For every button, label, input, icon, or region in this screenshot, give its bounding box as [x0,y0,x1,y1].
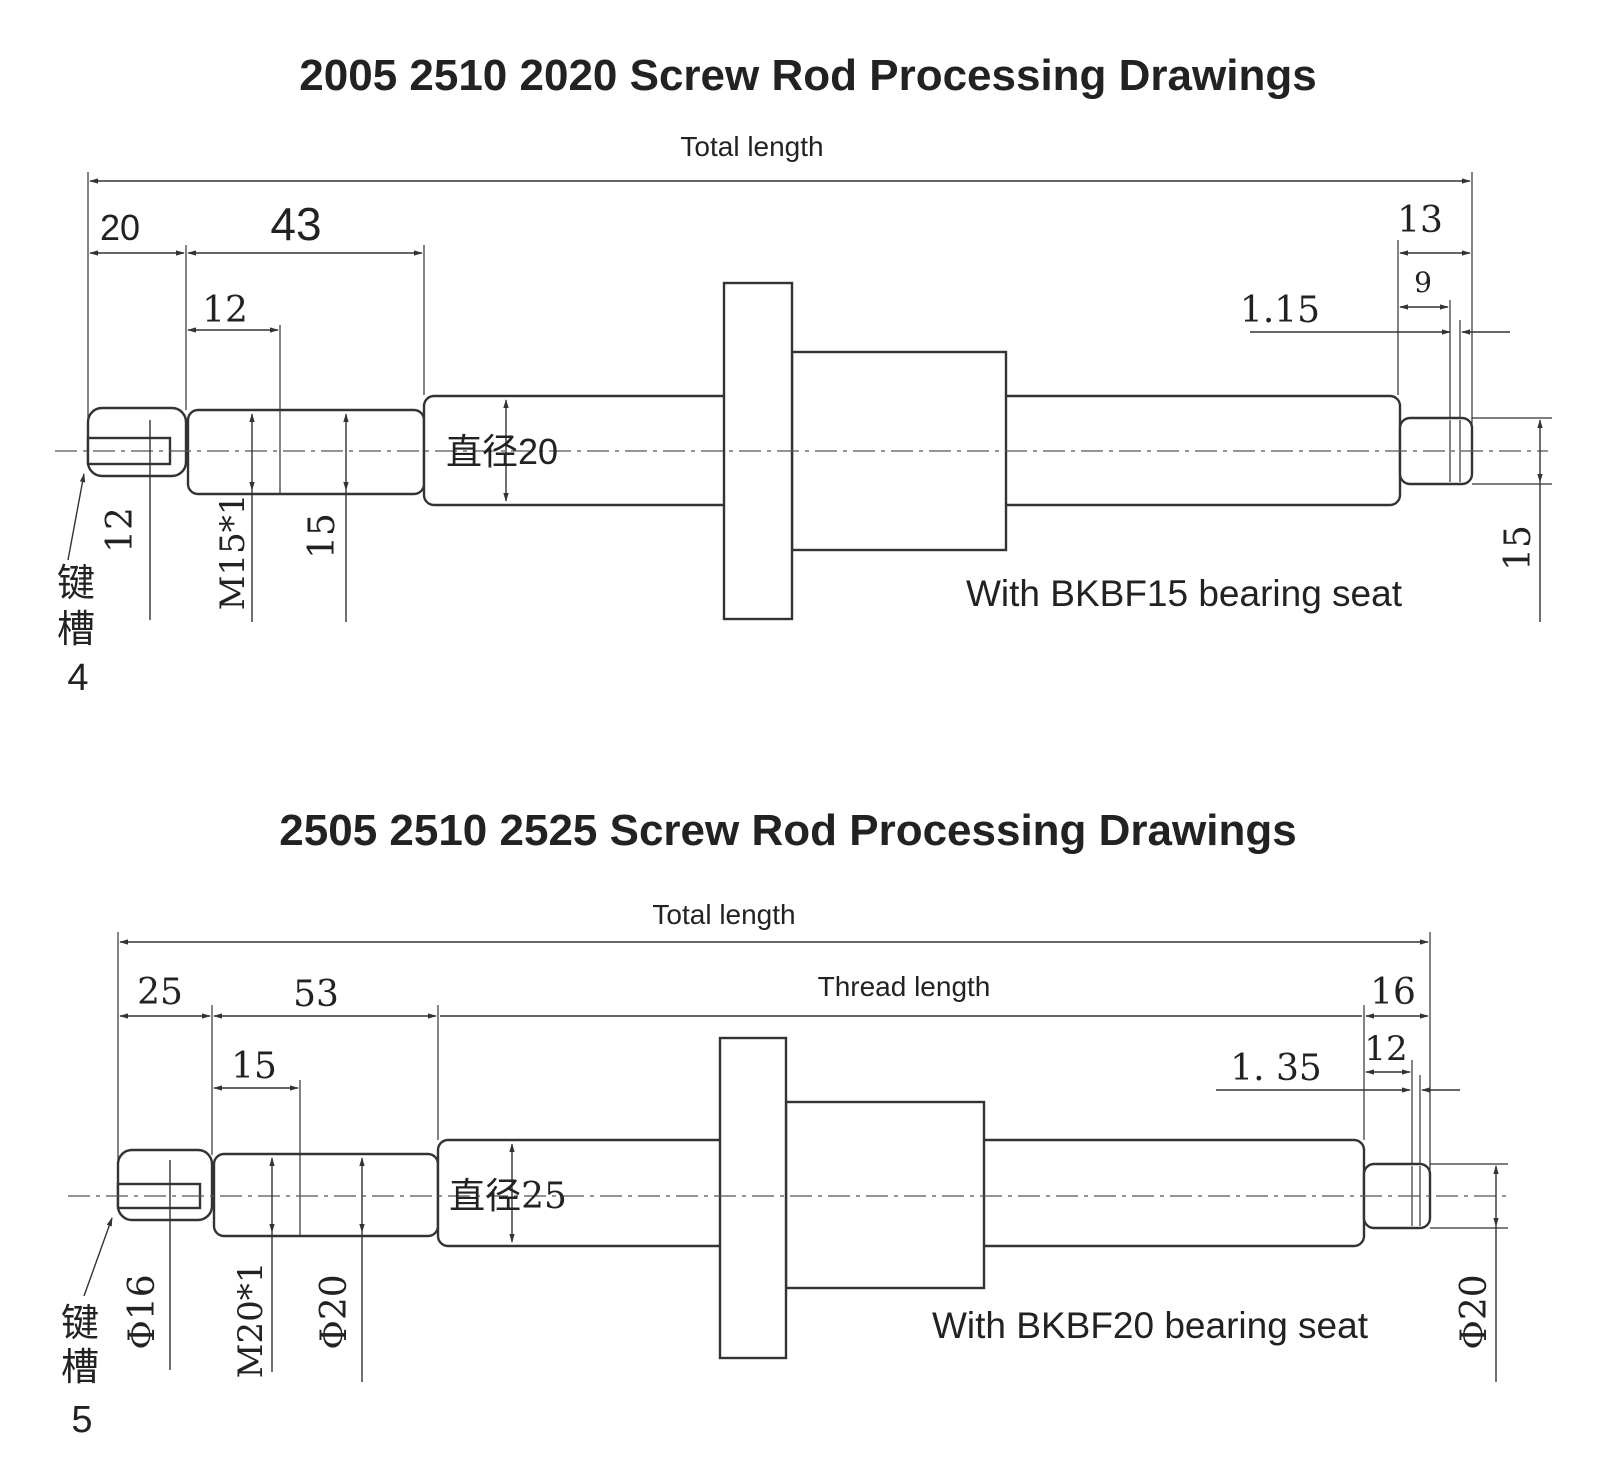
top-dim-1-15: 1.15 [1240,290,1320,331]
bottom-dim-25: 25 [137,972,183,1013]
bottom-dim-16: 16 [1370,972,1416,1013]
bottom-thread-length-label: Thread length [818,971,991,1002]
top-screw-dia: 直径20 [446,431,558,472]
top-keyway-dia: 12 [100,507,141,553]
top-thread-journal [186,408,426,496]
top-keyway-label-2: 槽 [57,609,95,651]
bottom-screw-dia: 直径25 [449,1176,567,1217]
bottom-shaft-dia: Φ20 [314,1274,355,1349]
top-right-dia: 15 [1498,525,1539,571]
bottom-keyway-width: 5 [71,1399,92,1441]
top-keyway-width: 4 [67,657,88,699]
top-total-length-label: Total length [680,131,823,162]
top-dim-20: 20 [100,207,140,248]
bottom-nut-body [784,1100,986,1290]
bottom-total-length-label: Total length [652,899,795,930]
bottom-right-dia: Φ20 [1454,1274,1495,1349]
bottom-keyway-label-2: 槽 [61,1347,99,1389]
top-bearing-note: With BKBF15 bearing seat [966,573,1403,614]
top-keyway-arrow [67,473,86,561]
bottom-dim-53: 53 [293,974,339,1015]
bottom-dim-15-upper: 15 [231,1046,277,1087]
bottom-keyway-dia: Φ16 [122,1274,163,1349]
bottom-nut-flange [718,1036,788,1360]
top-keyway-label-1: 键 [57,563,95,605]
top-dim-12-upper: 12 [202,290,248,331]
bottom-thread-spec: M20*1 [231,1262,271,1379]
bottom-dim-12: 12 [1364,1029,1407,1069]
bottom-bearing-note: With BKBF20 bearing seat [932,1305,1369,1346]
top-thread-spec: M15*1 [213,494,253,611]
top-shaft-dia: 15 [302,513,343,559]
bottom-keyway-arrow [83,1217,113,1297]
bottom-thread-journal [212,1152,440,1238]
bottom-dim-1-35: 1. 35 [1230,1048,1322,1089]
top-dim-9: 9 [1414,266,1432,299]
top-drawing-title: 2005 2510 2020 Screw Rod Processing Draw… [299,51,1316,100]
bottom-keyway-label-1: 键 [61,1303,99,1345]
top-drawing: 2005 2510 2020 Screw Rod Processing Draw… [55,51,1552,699]
top-dim-13: 13 [1397,200,1443,241]
top-dim-43: 43 [270,198,321,250]
bottom-drawing-title: 2505 2510 2525 Screw Rod Processing Draw… [279,806,1296,855]
bottom-drawing: 2505 2510 2525 Screw Rod Processing Draw… [61,806,1508,1441]
